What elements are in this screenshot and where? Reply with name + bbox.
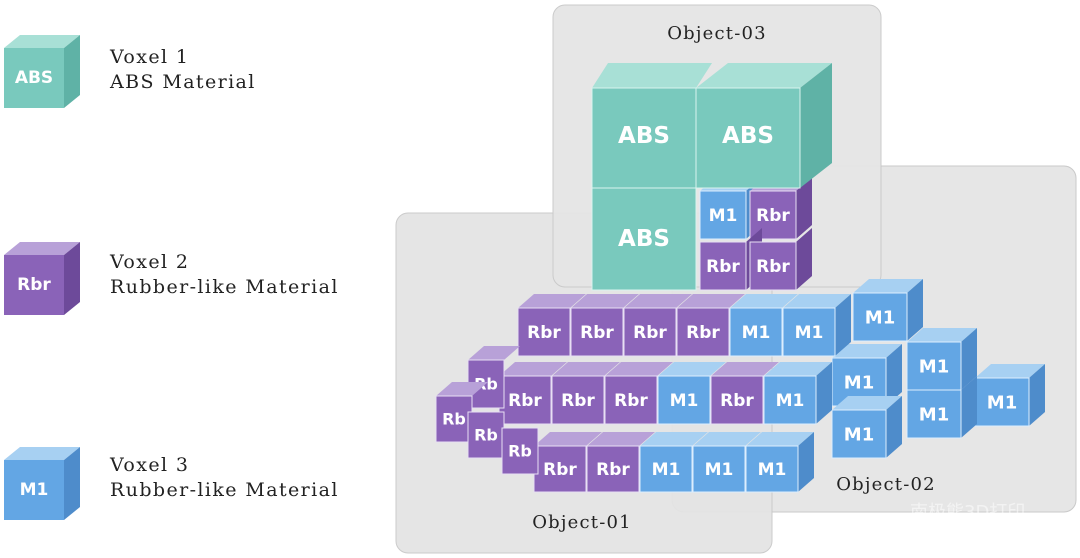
svg-text:M1: M1 bbox=[919, 405, 949, 426]
voxel-m1: M1 bbox=[763, 362, 832, 425]
svg-text:Rbr: Rbr bbox=[686, 323, 720, 343]
voxel-rb: Rb bbox=[501, 427, 539, 475]
legend-voxel-1-material: ABS Material bbox=[109, 71, 256, 93]
svg-text:ABS: ABS bbox=[618, 123, 670, 149]
svg-text:M1: M1 bbox=[742, 323, 771, 343]
voxel-abs-large: ABS bbox=[591, 63, 712, 189]
legend-voxel-2: Rbr Voxel 2 Rubber-like Material bbox=[4, 242, 339, 315]
legend-rbr-cube: Rbr bbox=[4, 242, 80, 315]
svg-text:Rbr: Rbr bbox=[720, 391, 754, 411]
voxel-abs-large: ABS bbox=[695, 63, 832, 189]
svg-text:Rbr: Rbr bbox=[614, 391, 648, 411]
object-03-label: Object-03 bbox=[667, 23, 767, 44]
voxel-m1: M1 bbox=[782, 294, 851, 357]
voxel-rbr: Rbr bbox=[623, 294, 692, 357]
svg-text:Rbr: Rbr bbox=[756, 257, 790, 277]
voxel-m1: M1 bbox=[906, 328, 977, 391]
svg-text:Rbr: Rbr bbox=[596, 460, 630, 480]
legend-voxel-1-title: Voxel 1 bbox=[109, 46, 189, 68]
voxel-rbr: Rbr bbox=[586, 432, 655, 493]
svg-text:ABS: ABS bbox=[722, 123, 774, 149]
watermark: 南极熊3D打印 bbox=[910, 502, 1025, 523]
legend-abs-cube: ABS bbox=[4, 35, 80, 108]
right-cluster: M1 M1 M1 M1 M1 bbox=[831, 279, 1045, 459]
row-top: Rbr Rbr Rbr Rbr M1 M1 bbox=[517, 294, 851, 357]
svg-text:Rbr: Rbr bbox=[561, 391, 595, 411]
legend-voxel-1: ABS Voxel 1 ABS Material bbox=[4, 35, 256, 108]
voxel-m1: M1 bbox=[657, 362, 726, 425]
object-01-label: Object-01 bbox=[532, 512, 632, 533]
voxel-m1: M1 bbox=[831, 396, 902, 459]
voxel-abs-large: ABS bbox=[591, 174, 712, 291]
voxel-rbr: Rbr bbox=[710, 362, 779, 425]
svg-text:Rbr: Rbr bbox=[508, 391, 542, 411]
voxel-m1: M1 bbox=[639, 432, 708, 493]
voxel-m1: M1 bbox=[974, 364, 1045, 427]
legend-voxel-3: M1 Voxel 3 Rubber-like Material bbox=[4, 447, 339, 520]
legend-abs-code: ABS bbox=[15, 68, 53, 88]
svg-text:M1: M1 bbox=[776, 391, 805, 411]
object-02-label: Object-02 bbox=[836, 474, 936, 495]
svg-text:Rbr: Rbr bbox=[756, 206, 790, 226]
legend-voxel-2-material: Rubber-like Material bbox=[110, 276, 339, 298]
svg-text:M1: M1 bbox=[652, 460, 681, 480]
legend-voxel-3-title: Voxel 3 bbox=[109, 454, 189, 476]
svg-text:Rbr: Rbr bbox=[633, 323, 667, 343]
row-middle: Rbr Rbr Rbr M1 Rbr M1 bbox=[498, 362, 832, 425]
svg-text:Rb: Rb bbox=[508, 442, 532, 461]
legend-voxel-2-title: Voxel 2 bbox=[109, 251, 189, 273]
voxel-rbr: Rbr bbox=[749, 228, 812, 291]
voxel-m1: M1 bbox=[745, 432, 814, 493]
object-03-tower: M1 Rbr Rbr Rbr ABS ABS bbox=[591, 63, 832, 291]
svg-text:M1: M1 bbox=[865, 308, 895, 329]
svg-text:M1: M1 bbox=[795, 323, 824, 343]
row-front: Rbr Rbr M1 M1 M1 bbox=[533, 432, 814, 493]
svg-text:ABS: ABS bbox=[618, 226, 670, 252]
svg-text:M1: M1 bbox=[670, 391, 699, 411]
svg-text:Rbr: Rbr bbox=[706, 257, 740, 277]
svg-text:M1: M1 bbox=[844, 373, 874, 394]
voxel-rbr: Rbr bbox=[676, 294, 745, 357]
svg-text:Rbr: Rbr bbox=[580, 323, 614, 343]
left-edge-voxels: Rb Rb Rb Rb bbox=[435, 346, 539, 475]
svg-text:M1: M1 bbox=[705, 460, 734, 480]
svg-text:Rb: Rb bbox=[442, 410, 466, 429]
voxel-rbr: Rbr bbox=[533, 432, 602, 493]
legend-m1-code: M1 bbox=[20, 480, 49, 500]
svg-text:Rb: Rb bbox=[474, 426, 498, 445]
svg-text:Rbr: Rbr bbox=[543, 460, 577, 480]
svg-text:M1: M1 bbox=[987, 393, 1017, 414]
svg-text:M1: M1 bbox=[709, 206, 738, 226]
voxel-rbr: Rbr bbox=[517, 294, 586, 357]
voxel-rbr: Rbr bbox=[604, 362, 673, 425]
voxel-rb: Rb bbox=[435, 382, 488, 443]
legend-rbr-code: Rbr bbox=[17, 275, 51, 295]
voxel-m1: M1 bbox=[852, 279, 923, 342]
voxel-rb: Rb bbox=[467, 411, 505, 459]
svg-text:M1: M1 bbox=[919, 357, 949, 378]
voxel-rbr: Rbr bbox=[570, 294, 639, 357]
legend-m1-cube: M1 bbox=[4, 447, 80, 520]
voxel-rbr: Rbr bbox=[551, 362, 620, 425]
svg-text:M1: M1 bbox=[758, 460, 787, 480]
voxel-m1: M1 bbox=[692, 432, 761, 493]
voxel-rbr: Rbr bbox=[498, 362, 567, 425]
svg-text:Rbr: Rbr bbox=[527, 323, 561, 343]
voxel-m1: M1 bbox=[729, 294, 798, 357]
svg-text:M1: M1 bbox=[844, 425, 874, 446]
legend-voxel-3-material: Rubber-like Material bbox=[110, 479, 339, 501]
